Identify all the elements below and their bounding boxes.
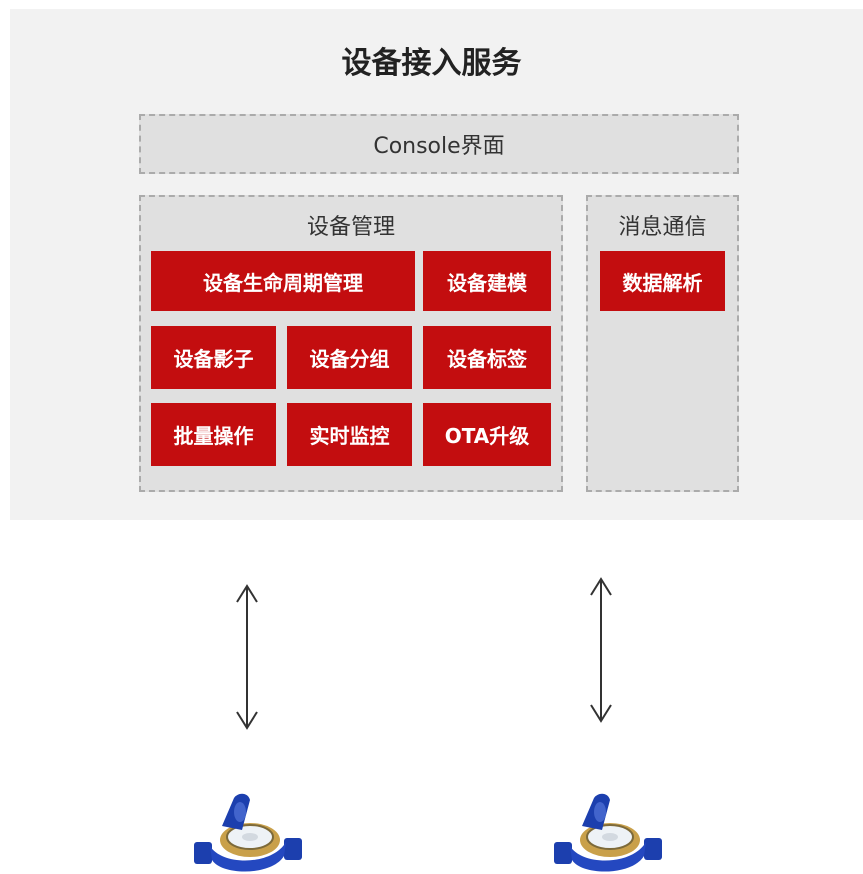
- double-arrow-icon: [236, 584, 258, 730]
- module-monitor[interactable]: 实时监控: [287, 403, 412, 466]
- module-batch[interactable]: 批量操作: [151, 403, 276, 466]
- messaging-label: 消息通信: [618, 215, 707, 240]
- water-meter-icon: [194, 793, 302, 872]
- console-label: Console界面: [373, 134, 505, 159]
- console-box: Console界面: [139, 114, 739, 174]
- module-lifecycle[interactable]: 设备生命周期管理: [151, 251, 415, 311]
- module-ota[interactable]: OTA升级: [423, 403, 551, 466]
- module-modeling[interactable]: 设备建模: [423, 251, 551, 311]
- device-management-label: 设备管理: [306, 215, 395, 240]
- messaging-box: 消息通信: [586, 195, 739, 492]
- module-shadow[interactable]: 设备影子: [151, 326, 276, 389]
- module-grouping[interactable]: 设备分组: [287, 326, 412, 389]
- module-data-parsing[interactable]: 数据解析: [600, 251, 725, 311]
- page-title: 设备接入服务: [341, 46, 522, 81]
- double-arrow-icon: [590, 577, 612, 723]
- module-tags[interactable]: 设备标签: [423, 326, 551, 389]
- water-meter-icon: [554, 793, 662, 872]
